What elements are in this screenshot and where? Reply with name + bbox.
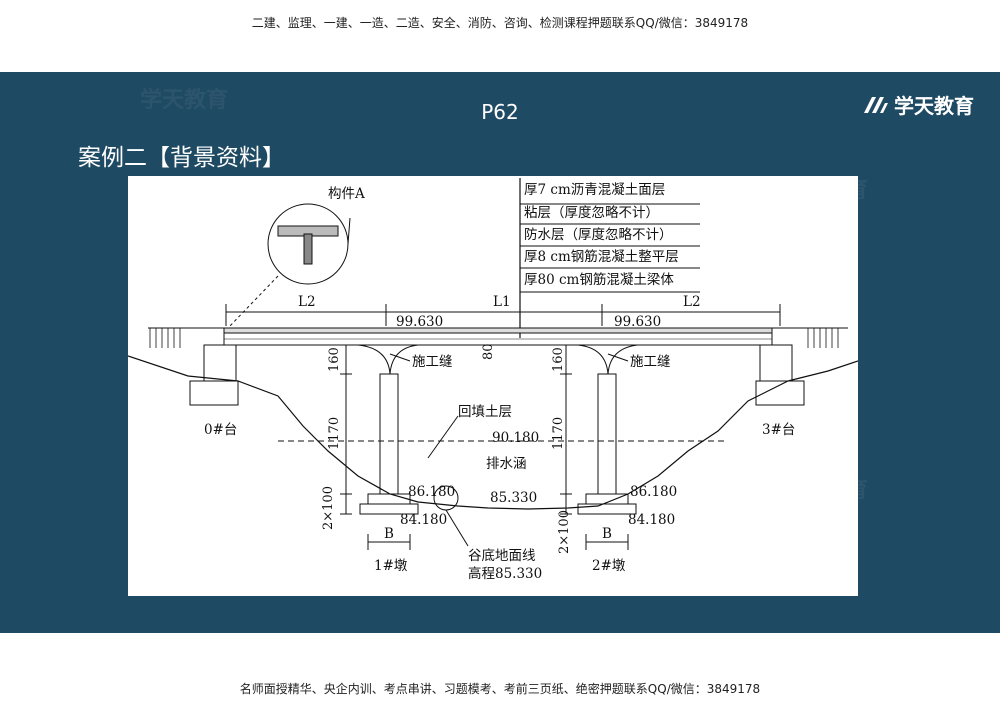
page-number: P62 [481,100,519,124]
elevation-pier1-bottom: 84.180 [400,512,448,528]
abutment-3-label: 3#台 [762,422,796,438]
pier-width-left: B [384,526,394,542]
layer-label: 厚7 cm沥青混凝土面层 [524,182,666,198]
bridge-diagram: 构件A 厚7 cm沥青混凝土面层 粘层（厚度忽略不计） 防水层（厚度忽略不计） … [128,176,858,596]
span-label-mid: L1 [493,294,511,310]
backfill-label: 回填土层 [458,404,512,420]
brand-name: 学天教育 [894,94,974,118]
valley-label: 谷底地面线 [468,548,536,564]
elevation-pier2-top: 86.180 [630,484,678,500]
layer-label: 厚80 cm钢筋混凝土梁体 [524,272,674,288]
layer-label: 防水层（厚度忽略不计） [524,227,673,243]
elevation-pier1-top: 86.180 [408,484,456,500]
abutment-0-label: 0#台 [204,422,238,438]
pier-width-right: B [602,526,612,542]
watermark: 学天教育 [140,88,229,113]
elevation-pier2-bottom: 84.180 [628,512,676,528]
brand-mark-icon [864,96,888,113]
pier-2-label: 2#墩 [592,558,626,574]
dim-1170-right: 1170 [551,416,566,450]
construction-joint-left: 施工缝 [412,354,453,370]
elevation-top-right: 99.630 [614,314,662,330]
bridge-drawing [128,178,858,550]
elevation-backfill: 90.180 [492,430,540,446]
span-label-left: L2 [298,294,316,310]
dim-2x100-right: 2×100 [557,510,572,554]
dim-160-right: 160 [551,347,566,372]
dim-2x100-left: 2×100 [321,486,336,530]
dim-160-left: 160 [327,347,342,372]
brand-logo: 学天教育 [862,90,974,119]
pier-1-label: 1#墩 [374,558,408,574]
construction-joint-right: 施工缝 [630,354,671,370]
bottom-banner: 名师面授精华、央企内训、考点串讲、习题模考、考前三页纸、绝密押题联系QQ/微信：… [239,682,761,696]
dim-80: 80 [481,343,496,360]
top-banner: 二建、监理、一建、一造、二造、安全、消防、咨询、检测课程押题联系QQ/微信：38… [251,16,749,30]
dim-1170-left: 1170 [327,416,342,450]
layer-label: 粘层（厚度忽略不计） [524,205,659,221]
component-a-label: 构件A [328,186,365,202]
elevation-top-left: 99.630 [396,314,444,330]
layer-label: 厚8 cm钢筋混凝土整平层 [524,249,679,265]
culvert-label: 排水涵 [486,456,527,472]
valley-elevation: 高程85.330 [468,566,543,582]
span-label-right: L2 [683,294,701,310]
elevation-culvert: 85.330 [490,490,538,506]
case-title: 案例二【背景资料】 [78,145,285,171]
